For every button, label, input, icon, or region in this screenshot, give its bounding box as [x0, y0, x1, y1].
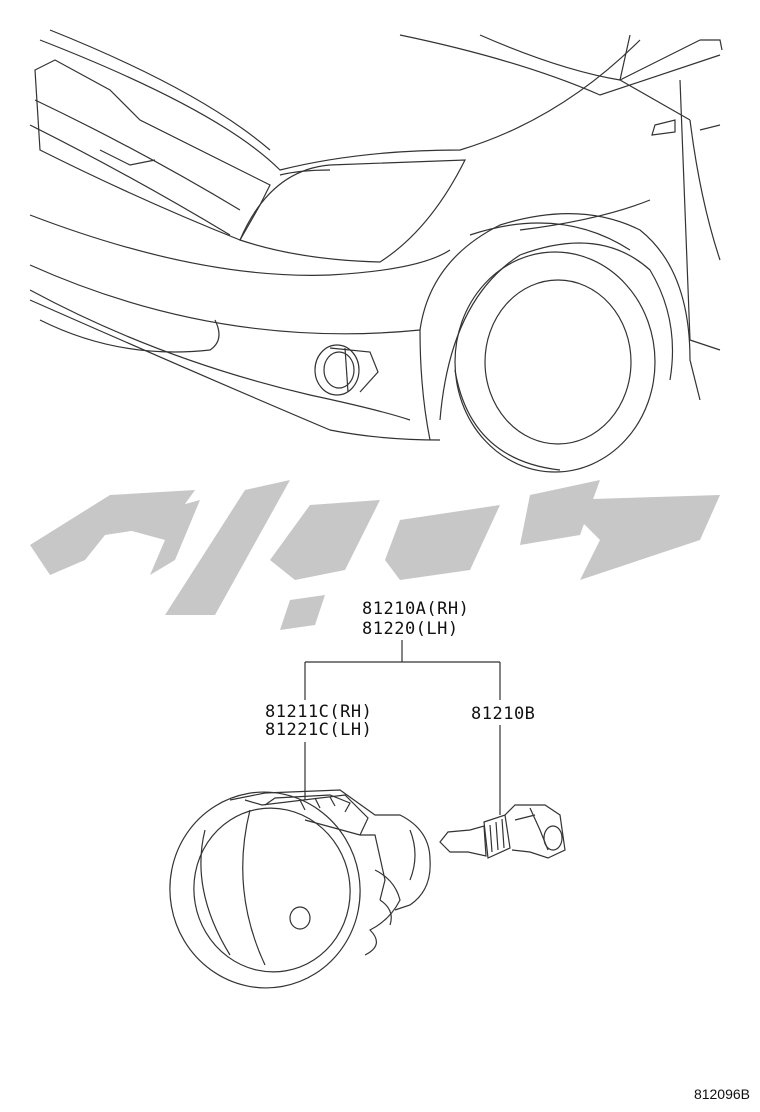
callout-housing-rh: 81211C(RH) — [265, 702, 373, 722]
car-front-icon — [29, 29, 723, 473]
leader-lines — [304, 640, 501, 815]
callout-assembly-lh: 81220(LH) — [362, 619, 459, 639]
bulb-icon — [439, 804, 566, 859]
callout-bulb: 81210B — [471, 704, 536, 724]
fog-lamp-icon — [169, 789, 431, 989]
callout-assembly-rh: 81210A(RH) — [362, 599, 470, 619]
diagram-id-label: 812096B — [693, 1086, 750, 1102]
watermark-logo-icon — [30, 480, 720, 630]
callout-housing-lh: 81221C(LH) — [265, 720, 373, 740]
